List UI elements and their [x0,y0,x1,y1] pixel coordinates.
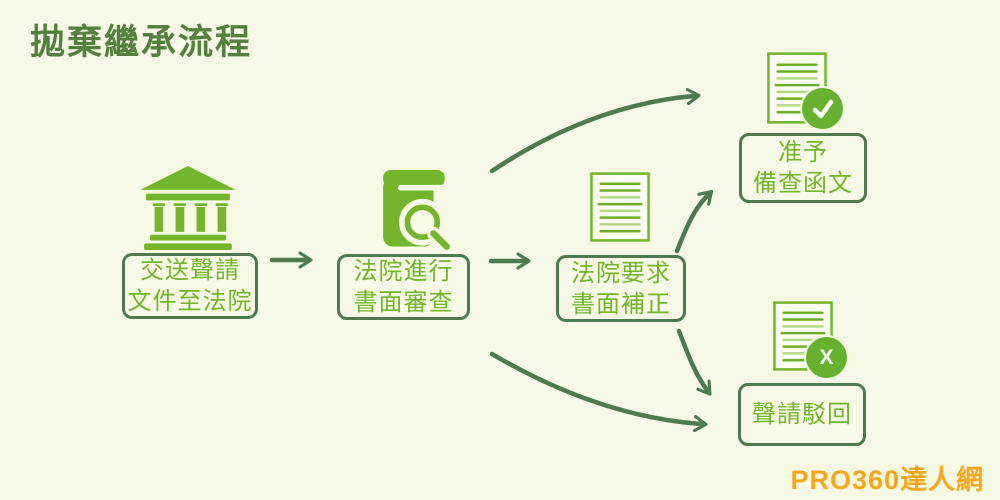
document-x-icon: X [773,301,853,381]
x-badge: X [806,337,847,378]
brand-logo: PRO360達人網 [790,465,984,495]
check-icon [812,99,833,118]
flow-step-label: 聲請駁回 [752,401,852,428]
flow-step-submit: 交送聲請 文件至法院 [122,253,258,319]
flow-step-supplement: 法院要求 書面補正 [556,255,686,322]
flow-step-label: 文件至法院 [127,288,253,315]
flow-step-label: 備查函文 [753,170,853,197]
arrow-review-to-approve [489,88,701,174]
flow-step-reject: 聲請駁回 [738,383,866,446]
x-icon: X [819,345,834,369]
document-icon [590,172,650,247]
check-badge [802,88,843,129]
flow-step-label: 書面補正 [571,290,671,318]
flow-step-label: 法院要求 [571,259,671,287]
flow-step-label: 准予 [778,139,828,166]
flow-step-label: 法院進行 [353,258,454,285]
courthouse-icon [140,166,236,255]
arrow-supplement-to-approve [674,189,714,254]
book-magnifier-icon [366,170,460,259]
page-title: 拋棄繼承流程 [30,23,253,62]
flow-step-label: 交送聲請 [140,257,240,284]
arrow-supplement-to-reject [676,328,712,396]
document-check-icon [767,52,847,132]
flow-step-label: 書面審查 [353,289,454,316]
flow-step-review: 法院進行 書面審查 [337,254,470,320]
flow-step-approve: 准予 備查函文 [739,133,867,203]
arrow-review-to-reject [489,351,708,433]
